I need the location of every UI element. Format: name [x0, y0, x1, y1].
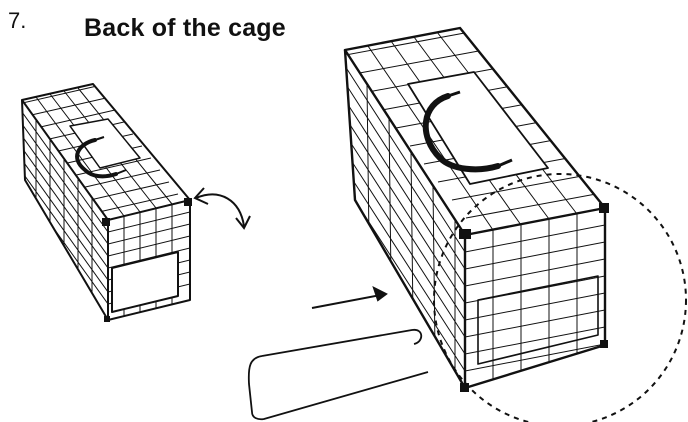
- rotate-arrow: [195, 188, 250, 228]
- small-cage: [18, 84, 192, 330]
- direction-arrow: [312, 288, 386, 308]
- wire-rod: [249, 330, 428, 419]
- large-cage: [340, 28, 609, 392]
